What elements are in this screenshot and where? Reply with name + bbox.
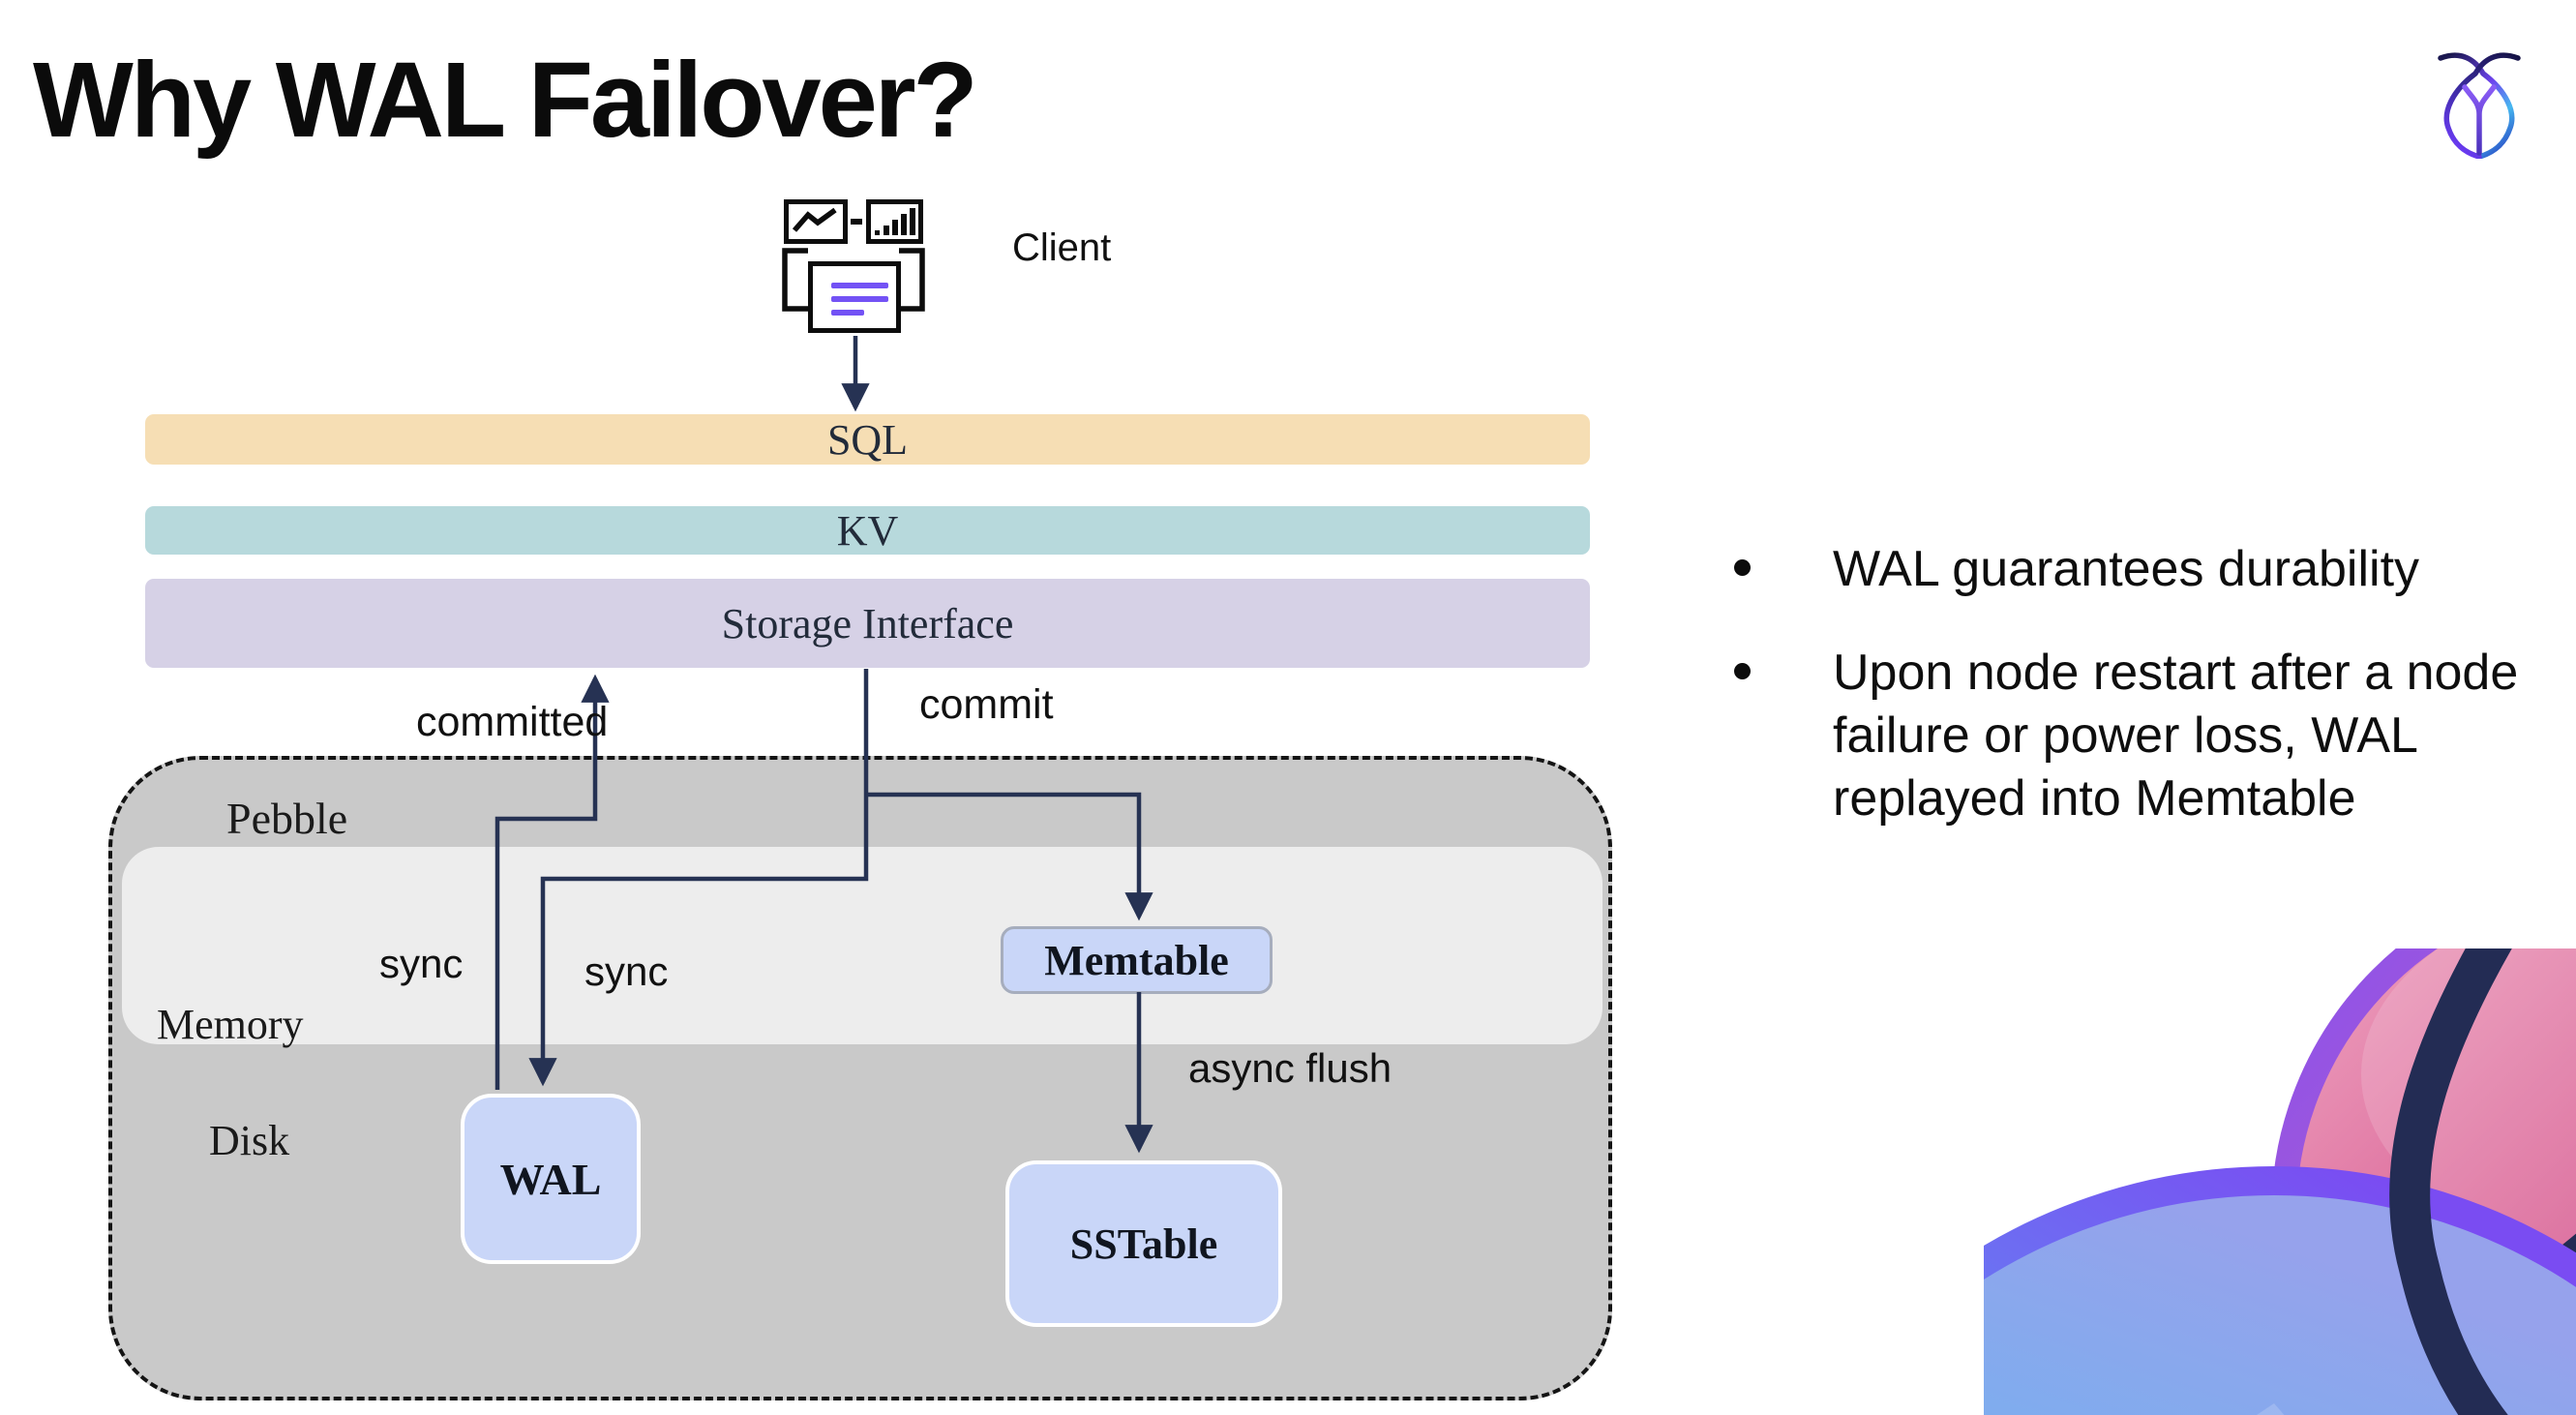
screen-brackets-icon xyxy=(782,248,925,312)
wal-node: WAL xyxy=(461,1094,641,1264)
page-title: Why WAL Failover? xyxy=(33,41,978,160)
client-label: Client xyxy=(1012,226,1112,269)
edge-label-commit: commit xyxy=(919,681,1054,728)
storage-interface-label: Storage Interface xyxy=(721,599,1014,647)
sql-layer-label: SQL xyxy=(826,415,909,464)
sstable-label: SSTable xyxy=(1069,1219,1218,1268)
bullet-item: Upon node restart after a node failure o… xyxy=(1734,642,2539,830)
cockroachdb-logo-icon xyxy=(2438,52,2521,159)
brand-corner-art xyxy=(1984,948,2576,1415)
dash-connector-icon xyxy=(851,219,862,225)
sstable-node: SSTable xyxy=(1005,1160,1282,1327)
edge-label-async-flush: async flush xyxy=(1188,1045,1393,1091)
edge-label-sync-right: sync xyxy=(584,948,669,994)
bullet-item: WAL guarantees durability xyxy=(1734,538,2539,601)
kv-layer-bar: KV xyxy=(145,506,1590,555)
edge-label-committed: committed xyxy=(416,699,609,745)
kv-layer-label: KV xyxy=(836,506,899,555)
memtable-node: Memtable xyxy=(1001,926,1273,994)
memtable-label: Memtable xyxy=(1044,936,1229,984)
document-icon xyxy=(808,261,901,333)
disk-label: Disk xyxy=(209,1117,290,1164)
pebble-label: Pebble xyxy=(226,794,348,843)
memory-label: Memory xyxy=(157,1001,304,1048)
edge-label-sync-left: sync xyxy=(379,941,464,986)
sql-layer-bar: SQL xyxy=(145,414,1590,465)
bullet-list: WAL guarantees durability Upon node rest… xyxy=(1734,538,2518,871)
wal-label: WAL xyxy=(499,1154,602,1204)
memory-zone xyxy=(122,847,1603,1044)
line-chart-icon xyxy=(784,199,848,244)
storage-interface-bar: Storage Interface xyxy=(145,579,1590,668)
bar-chart-icon xyxy=(866,199,923,244)
